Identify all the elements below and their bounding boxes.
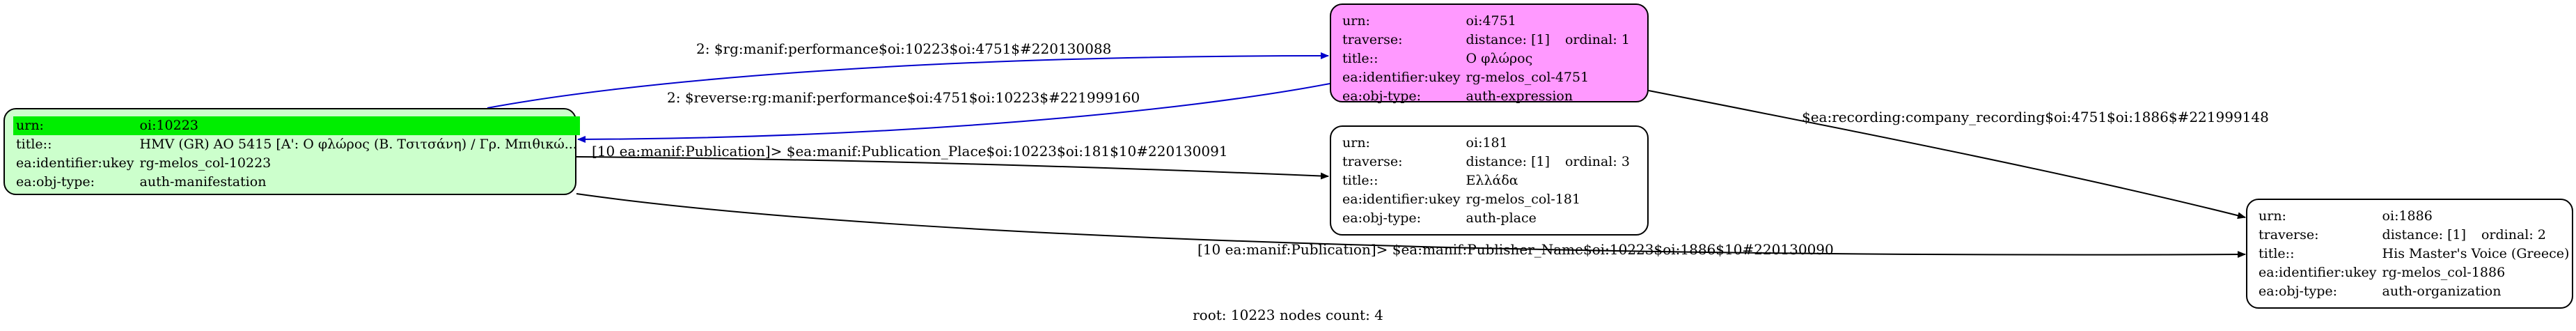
field-label-objtype: ea:obj-type: (1342, 210, 1422, 226)
field-label-identifier: ea:identifier:ukey (1342, 192, 1461, 207)
field-label-title: title:: (16, 137, 52, 152)
edge-performance (487, 52, 1329, 109)
node-title: Ο φλώρος (1466, 51, 1533, 66)
node-ordinal: ordinal: 2 (2481, 227, 2546, 243)
field-label-identifier: ea:identifier:ukey (1342, 70, 1461, 85)
field-label-objtype: ea:obj-type: (16, 174, 95, 190)
edge-reverse-performance (577, 83, 1330, 143)
field-label-objtype: ea:obj-type: (2259, 284, 2338, 299)
edge-label-performance: 2: $rg:manif:performance$oi:10223$oi:475… (696, 40, 1112, 57)
edge-label-publisher-name: [10 ea:manif:Publication]> $ea:manif:Pub… (1197, 241, 1834, 258)
node-objtype: auth-expression (1466, 88, 1573, 104)
field-label-urn: urn: (2259, 208, 2286, 224)
field-label-title: title:: (2259, 246, 2295, 261)
field-label-identifier: ea:identifier:ukey (2259, 265, 2377, 280)
edge-label-company-recording: $ea:recording:company_recording$oi:4751$… (1802, 109, 2269, 125)
field-label-identifier: ea:identifier:ukey (16, 155, 134, 171)
node-urn: oi:4751 (1466, 13, 1516, 29)
node-urn: oi:1886 (2382, 208, 2433, 224)
node-distance: distance: [1] (1466, 32, 1550, 47)
node-title: Ελλάδα (1466, 173, 1518, 188)
field-label-traverse: traverse: (1342, 32, 1403, 47)
node-title: His Master's Voice (Greece) (2382, 246, 2570, 261)
field-label-title: title:: (1342, 51, 1379, 66)
edge-publication-place (576, 156, 1329, 180)
field-label-objtype: ea:obj-type: (1342, 88, 1422, 104)
graph-footer: root: 10223 nodes count: 4 (1193, 307, 1383, 323)
node-ordinal: ordinal: 1 (1564, 32, 1630, 47)
node-identifier: rg-melos_col-10223 (139, 155, 272, 171)
node-objtype: auth-manifestation (139, 174, 267, 190)
edge-label-publication-place: [10 ea:manif:Publication]> $ea:manif:Pub… (592, 143, 1228, 160)
node-identifier: rg-melos_col-181 (1466, 192, 1581, 207)
node-distance: distance: [1] (1466, 154, 1550, 169)
node-title: HMV (GR) AO 5415 [A': Ο φλώρος (Β. Τσιτσ… (139, 137, 577, 152)
node-distance: distance: [1] (2382, 227, 2466, 243)
node-identifier: rg-melos_col-4751 (1466, 70, 1589, 85)
node-urn: oi:181 (1466, 135, 1508, 151)
edge-publisher-name (576, 193, 2246, 259)
node-urn-row: urn: oi:10223 (13, 116, 580, 135)
node-organization-1886[interactable]: urn: oi:1886 traverse: distance: [1] ordi… (2246, 199, 2573, 309)
edge-label-reverse-performance: 2: $reverse:rg:manif:performance$oi:4751… (667, 89, 1140, 106)
node-objtype: auth-place (1466, 210, 1537, 226)
node-identifier: rg-melos_col-1886 (2382, 265, 2506, 280)
field-label-title: title:: (1342, 173, 1379, 188)
edge-company-recording (1648, 90, 2246, 220)
node-urn: oi:10223 (136, 116, 580, 135)
field-label-traverse: traverse: (1342, 154, 1403, 169)
field-label-traverse: traverse: (2259, 227, 2319, 243)
field-label-urn: urn: (13, 116, 137, 135)
node-objtype: auth-organization (2382, 284, 2502, 299)
node-place-181[interactable]: urn: oi:181 traverse: distance: [1] ordin… (1330, 125, 1649, 236)
field-label-urn: urn: (1342, 13, 1370, 29)
field-label-urn: urn: (1342, 135, 1370, 151)
node-manifestation-10223[interactable]: urn: oi:10223 title:: HMV (GR) AO 5415 [… (3, 108, 580, 195)
node-ordinal: ordinal: 3 (1564, 154, 1630, 169)
node-expression-4751[interactable]: urn: oi:4751 traverse: distance: [1] ordi… (1330, 3, 1649, 104)
